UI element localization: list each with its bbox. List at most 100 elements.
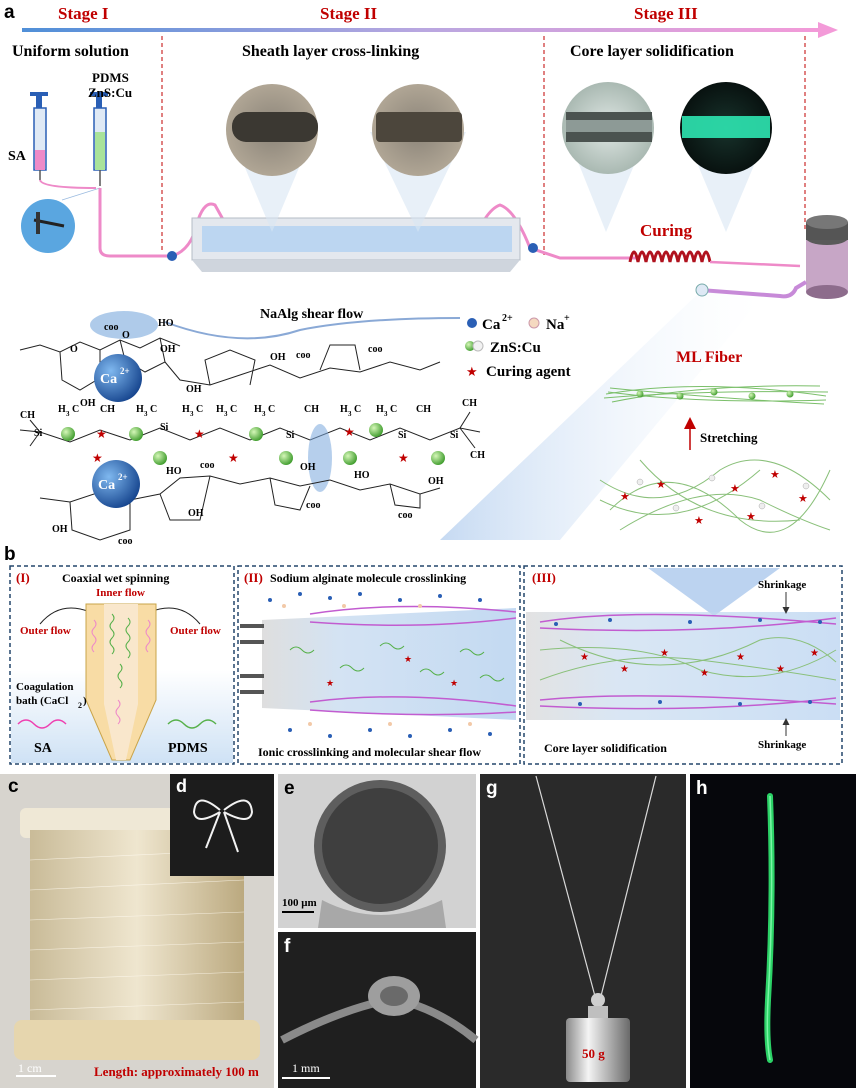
panel-f-letter: f [284, 936, 291, 957]
svg-text:Si: Si [398, 430, 407, 441]
weight-50g [566, 1018, 630, 1082]
stage-title-3: Core layer solidification [570, 43, 734, 60]
svg-text:H: H [182, 404, 190, 415]
c-scale-label: 1 cm [18, 1061, 42, 1075]
svg-text:★: ★ [700, 668, 709, 679]
svg-text:Ca: Ca [98, 478, 115, 493]
stage-label-1: Stage I [58, 4, 109, 23]
b1-pdms-legend-wave [167, 719, 217, 729]
b3-shrink-bottom: Shrinkage [758, 739, 806, 751]
svg-text:★: ★ [326, 678, 334, 688]
panel-b3-frame [523, 565, 843, 765]
b3-shrink-top: Shrinkage [758, 579, 806, 591]
curing-coil [628, 250, 712, 263]
legend-zns: ZnS:Cu [490, 340, 541, 356]
svg-text:coo: coo [306, 500, 320, 511]
ca-ion-2 [92, 460, 140, 508]
svg-text:★: ★ [580, 652, 589, 663]
svg-text:H: H [58, 404, 66, 415]
svg-text:Ca: Ca [100, 372, 117, 387]
svg-text:OH: OH [80, 398, 96, 409]
svg-text:coo: coo [398, 510, 412, 521]
panel-d-letter: d [176, 776, 187, 796]
pdms-chain [19, 411, 481, 449]
panel-b-letter: b [4, 544, 16, 565]
b1-inner: Inner flow [96, 587, 145, 599]
svg-text:H: H [340, 404, 348, 415]
syringe-sa [30, 92, 48, 180]
b1-bath-2: bath (CaCl [16, 695, 68, 707]
b2-bottom: Ionic crosslinking and molecular shear f… [258, 745, 481, 759]
svg-text:C: C [196, 404, 203, 415]
svg-text:★: ★ [770, 469, 780, 481]
curing-stars-chem: ★ ★ ★ ★ ★ ★ [92, 425, 409, 465]
label-stretching: Stretching [700, 430, 758, 445]
svg-text:★: ★ [694, 515, 704, 527]
svg-text:CH: CH [416, 404, 431, 415]
svg-text:HO: HO [354, 470, 370, 481]
stage-label-2: Stage II [320, 4, 378, 23]
svg-text:OH: OH [160, 344, 176, 355]
panel-b: b (I) Coaxial wet spinning Inner flow Ou… [4, 544, 843, 765]
panel-h: h [690, 774, 856, 1088]
stage-title-1: Uniform solution [12, 43, 129, 60]
label-curing: Curing [640, 221, 692, 240]
ml-fiber-relaxed [599, 459, 831, 533]
legend-ca-sup: 2+ [502, 313, 513, 324]
svg-text:3: 3 [384, 410, 388, 418]
panel-g-letter: g [486, 778, 498, 799]
svg-text:CH: CH [462, 398, 477, 409]
svg-text:H: H [216, 404, 224, 415]
svg-text:C: C [268, 404, 275, 415]
svg-text:★: ★ [96, 427, 107, 441]
hanging-fiber [535, 775, 657, 1001]
coo-highlight-top [90, 311, 158, 339]
nozzle-zoom-circle [21, 199, 75, 253]
svg-text:★: ★ [450, 678, 458, 688]
svg-text:C: C [150, 404, 157, 415]
svg-text:Si: Si [286, 430, 295, 441]
stage-arrow-shaft [22, 28, 822, 32]
svg-text:★: ★ [344, 425, 355, 439]
c-length-label: Length: approximately 100 m [94, 1064, 259, 1079]
label-shear-flow: NaAlg shear flow [260, 307, 364, 322]
panel-g: g 50 g [480, 774, 686, 1088]
svg-text:★: ★ [620, 491, 630, 503]
shear-flow-line [164, 317, 461, 340]
g-weight-label: 50 g [582, 1046, 605, 1061]
panel-h-letter: h [696, 778, 708, 799]
b1-outer-left: Outer flow [20, 625, 71, 637]
b1-title: Coaxial wet spinning [62, 571, 169, 585]
b1-sa: SA [34, 741, 53, 756]
ml-fiber-stretched [603, 385, 829, 405]
svg-text:OH: OH [52, 524, 68, 535]
photo-bow [170, 774, 274, 876]
legend-curing-agent: Curing agent [486, 364, 571, 380]
svg-text:★: ★ [746, 511, 756, 523]
svg-text:coo: coo [368, 344, 382, 355]
panel-a-letter: a [4, 2, 15, 23]
stage-title-2: Sheath layer cross-linking [242, 43, 419, 60]
legend-star: ★ [466, 364, 478, 379]
collection-drum [806, 215, 848, 299]
fiber-path-main [98, 188, 640, 260]
svg-text:CH: CH [100, 404, 115, 415]
b1-sa-legend-wave [17, 719, 67, 729]
svg-text:2+: 2+ [120, 366, 130, 376]
svg-text:3: 3 [224, 410, 228, 418]
b2-title: Sodium alginate molecule crosslinking [270, 571, 466, 585]
svg-text:2+: 2+ [118, 472, 128, 482]
legend: Ca 2+ Na + ZnS:Cu ★ Curing agent [465, 313, 571, 380]
zoom-cone-chem [440, 290, 760, 540]
svg-text:C: C [72, 404, 79, 415]
coagulation-trough [191, 217, 521, 272]
svg-text:3: 3 [66, 410, 70, 418]
svg-text:OH: OH [300, 462, 316, 473]
svg-text:★: ★ [398, 451, 409, 465]
panel-c: c 1 cm Length: approximately 100 m d [0, 774, 274, 1088]
oh-highlight [308, 424, 332, 492]
stage-arrow-head [818, 22, 838, 38]
e-scale-label: 100 μm [282, 897, 317, 909]
svg-text:O: O [122, 330, 130, 341]
b1-pdms: PDMS [168, 741, 208, 756]
